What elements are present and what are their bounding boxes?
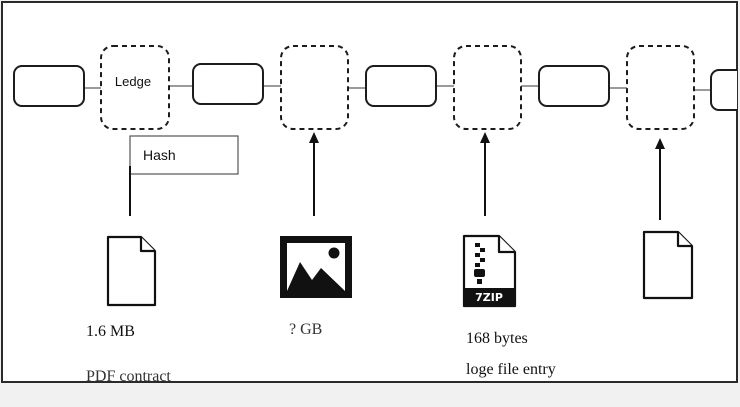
arrow-head [480, 132, 490, 143]
chain-block [192, 63, 264, 105]
file-size-label: 1.6 MB [86, 323, 135, 340]
file-size-label: 168 bytes [466, 330, 528, 347]
chain-block-partial [710, 69, 737, 111]
chain-block [365, 65, 437, 107]
arrow-head [655, 138, 665, 149]
ledge-block [100, 45, 170, 130]
ledge-label: Ledge [115, 74, 151, 89]
zip-badge: 7ZIP [475, 291, 503, 304]
hash-box [129, 135, 239, 175]
document-icon [642, 230, 694, 300]
chain-block [538, 65, 610, 107]
document-icon [106, 235, 157, 307]
zip-file-icon: 7ZIP [462, 234, 517, 308]
file-description-label: loge file entry [466, 361, 556, 378]
arrow-head [309, 132, 319, 143]
chain-block [13, 65, 85, 107]
image-icon [280, 236, 352, 298]
file-size-label: ? GB [289, 321, 322, 338]
file-description-label: PDF contract [86, 368, 171, 385]
hash-label: Hash [143, 147, 176, 163]
data-block-image [280, 45, 349, 130]
data-block-document [626, 45, 695, 130]
data-block-zip [453, 45, 522, 130]
